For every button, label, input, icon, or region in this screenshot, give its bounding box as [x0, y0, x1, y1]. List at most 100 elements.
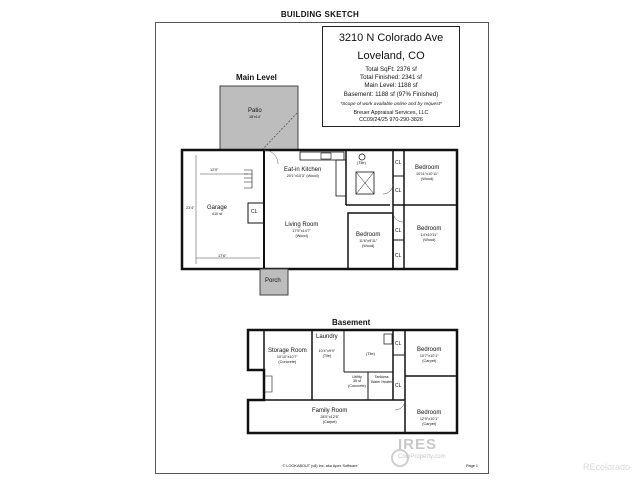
patio-name: Patio	[248, 108, 262, 114]
water-heater-label: Tankless Water Heater	[371, 375, 392, 384]
main-closet-2: CL	[395, 188, 402, 194]
kitchen-name: Eat-in Kitchen	[284, 167, 322, 173]
shower-icon	[355, 171, 375, 195]
ires-watermark: IRES ColoProperty.com	[398, 436, 446, 460]
utility-label: Utility 35 sf (Concrete)	[348, 374, 366, 389]
sketch-title: BUILDING SKETCH	[280, 10, 360, 19]
garage-side-dim: 23'4"	[186, 206, 195, 210]
basement-tile-label: (Tile)	[366, 351, 375, 356]
utility-name: Utility	[352, 374, 362, 379]
property-info-box: 3210 N Colorado Ave Loveland, CO Total S…	[322, 26, 460, 127]
basement-sqft: Basement: 1188 sf (97% Finished)	[343, 90, 439, 98]
main-level-sqft: Main Level: 1188 sf	[364, 82, 418, 90]
basement-outline	[246, 328, 459, 435]
porch-area	[259, 268, 289, 296]
water-heater-name: Tankless	[374, 375, 389, 379]
garage-name: Garage	[207, 205, 228, 211]
sketch-sheet-border	[155, 22, 489, 474]
basement-bedroom2-dim: 12'5"x10'1"	[419, 417, 439, 421]
main-bedroom3-walls	[347, 212, 394, 270]
kitchen-island	[335, 159, 347, 197]
main-bedroom1-name: Bedroom	[415, 165, 440, 171]
main-closet-4: CL	[395, 253, 402, 259]
living-dim: 17'5"x14'7"	[292, 229, 312, 233]
ires-wordmark: IRES	[398, 436, 438, 453]
door-swing	[263, 149, 279, 165]
main-bedroom3-floor: (Wood)	[361, 244, 375, 248]
family-dim: 28'5"x12'6"	[320, 415, 340, 419]
total-sqft: Total SqFt: 2376 sf	[365, 66, 417, 73]
patio-dim: 18'x14'	[248, 115, 261, 119]
ires-logo-icon	[391, 449, 409, 467]
main-bedroom2-label: Bedroom 14'x10'11" (Wood)	[417, 226, 441, 243]
main-bedroom1-dim: 10'11"x10'11"	[415, 172, 439, 176]
storage-floor: (Concrete)	[278, 360, 297, 364]
family-room-label: Family Room 28'5"x12'6" (Carpet)	[312, 408, 347, 425]
main-bedroom3-label: Bedroom 11'6"x9'11" (Wood)	[356, 232, 380, 249]
kitchen-sink-icon	[320, 152, 332, 160]
living-floor: (Wood)	[295, 234, 308, 238]
basement-bedroom1-name: Bedroom	[417, 347, 442, 353]
main-tile-label: (Tile)	[357, 160, 366, 165]
appraisal-contact: CC09/24/25 970-290-3826	[359, 116, 423, 123]
basement-closet-2: CL	[395, 383, 402, 389]
main-bedroom3-name: Bedroom	[356, 232, 381, 238]
basement-bedroom2-label: Bedroom 12'5"x10'1" (Carpet)	[417, 410, 441, 427]
garage-label: Garage 410 sf	[207, 205, 227, 217]
kitchen-label: Eat-in Kitchen 20'1"x10'3" (Wood)	[284, 167, 321, 179]
basement-bedroom2-name: Bedroom	[417, 410, 442, 416]
page-number: Page 1	[466, 464, 479, 468]
living-room-label: Living Room 17'5"x14'7" (Wood)	[285, 222, 318, 239]
patio-label: Patio 18'x14'	[248, 108, 262, 120]
water-heater-name2: Water Heater	[371, 379, 393, 384]
property-street: 3210 N Colorado Ave	[338, 32, 444, 44]
main-level-heading: Main Level	[236, 73, 277, 82]
storage-room-label: Storage Room 10'10"x10'7" (Concrete)	[268, 348, 307, 365]
garage-closet-label: CL	[251, 209, 258, 215]
main-bedroom1-label: Bedroom 10'11"x10'11" (Wood)	[415, 165, 439, 182]
patio-diagonal-line	[261, 111, 299, 151]
laundry-label: Laundry 10'4"x9'9" (Tile)	[316, 334, 338, 359]
basement-stairs	[264, 375, 273, 393]
porch-label: Porch	[265, 278, 281, 284]
basement-toilet-icon	[383, 333, 393, 345]
family-name: Family Room	[312, 408, 348, 414]
laundry-floor: (Tile)	[322, 354, 332, 358]
garage-steps	[244, 169, 253, 189]
recolorado-watermark: REcolorado	[582, 462, 630, 472]
copyright-footer: © LOOKABOUT (v8) Inc. aka Apex Software	[282, 464, 358, 468]
main-bedroom2-dim: 14'x10'11"	[420, 233, 438, 237]
appraisal-firm: Breuer Appraisal Services, LLC	[353, 109, 429, 116]
basement-heading: Basement	[332, 318, 371, 327]
storage-name: Storage Room	[268, 348, 307, 354]
toilet-icon	[358, 153, 366, 161]
living-name: Living Room	[285, 222, 319, 228]
main-closet-1: CL	[395, 160, 402, 166]
utility-dim: 35 sf	[352, 379, 362, 383]
laundry-dim: 10'4"x9'9"	[318, 349, 336, 353]
garage-area: 410 sf	[211, 212, 223, 216]
garage-top-dim: 12'0"	[210, 168, 219, 172]
basement-bedroom1-floor: (Carpet)	[422, 359, 437, 363]
main-bedroom2-name: Bedroom	[417, 226, 442, 232]
total-finished: Total Finished: 2341 sf	[360, 74, 422, 82]
storage-dim: 10'10"x10'7"	[276, 355, 298, 359]
family-floor: (Carpet)	[322, 420, 337, 424]
main-bedroom1-floor: (Wood)	[420, 177, 434, 181]
kitchen-dim: 20'1"x10'3" (Wood)	[286, 174, 319, 178]
main-bedroom3-dim: 11'6"x9'11"	[359, 239, 378, 243]
basement-bedroom2-floor: (Carpet)	[422, 422, 437, 426]
property-city: Loveland, CO	[357, 50, 425, 62]
ires-subtext: ColoProperty.com	[398, 454, 446, 460]
scope-note: *Scope of work available online and by r…	[340, 101, 442, 107]
basement-bedroom1-dim: 10'7"x10'1"	[419, 354, 439, 358]
utility-floor: (Concrete)	[348, 384, 366, 388]
basement-closet-1: CL	[395, 341, 402, 347]
main-bedroom2-floor: (Wood)	[422, 238, 436, 242]
kitchen-counter	[299, 151, 345, 161]
garage-bottom-dim: 17'6"	[218, 254, 227, 258]
main-closet-3: CL	[395, 228, 402, 234]
laundry-name: Laundry	[316, 334, 338, 340]
basement-bedroom1-label: Bedroom 10'7"x10'1" (Carpet)	[417, 347, 441, 364]
